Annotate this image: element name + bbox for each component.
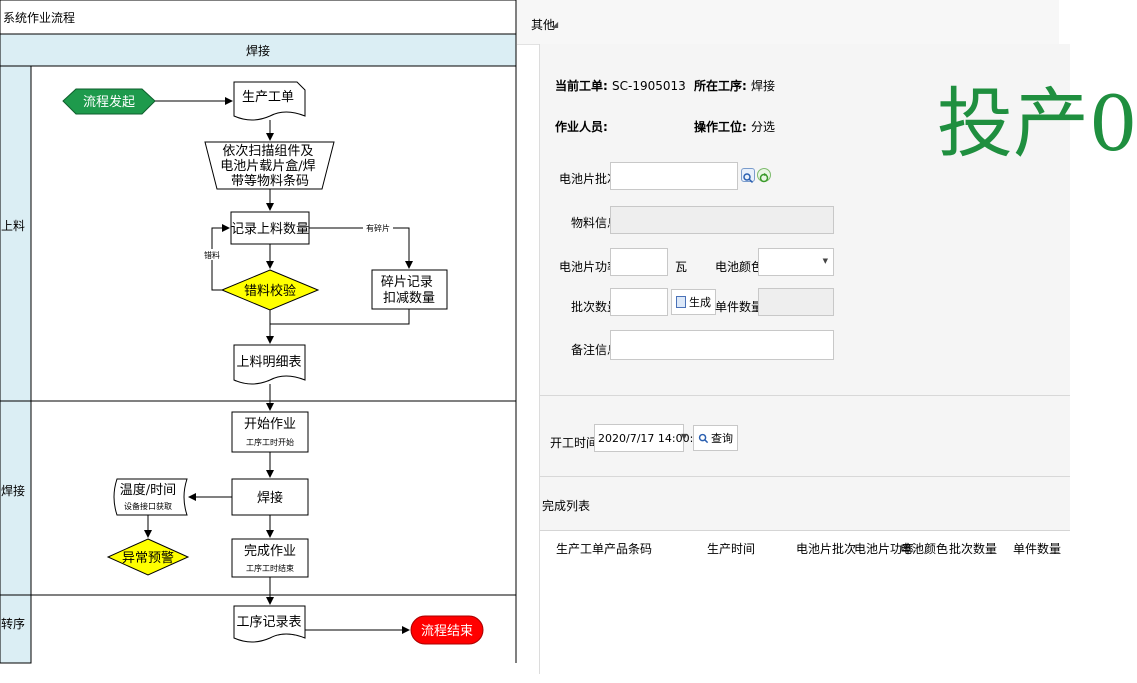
flowchart-title: 系统作业流程 <box>3 10 75 25</box>
current-order-info: 当前工单: SC-1905013 <box>555 77 686 94</box>
tab-other[interactable]: 其他 <box>531 18 556 32</box>
start-time-value: 2020/7/17 14:00:00 <box>598 432 708 445</box>
tab-dropdown-caret-icon[interactable]: ◢ <box>552 20 559 29</box>
production-order-doc <box>233 81 306 121</box>
production-form-panel: 其他 ◢ 当前工单: SC-1905013 所在工序: 焊接 作业人员: 操作工… <box>517 0 1137 683</box>
datetime-dropdown-icon[interactable]: ▼ <box>681 432 688 441</box>
cell-color-label: 电池颜色: <box>715 260 768 274</box>
power-unit-label: 瓦 <box>675 260 688 274</box>
start-node-label: 流程发起 <box>83 94 135 110</box>
operator-label: 作业人员: <box>555 120 608 134</box>
edge-label-bg <box>203 249 221 260</box>
process-record-label: 工序记录表 <box>236 615 301 630</box>
lane-label-transfer: 转序 <box>1 616 25 631</box>
generate-button[interactable]: 生成 <box>671 289 716 315</box>
fragment-record-label: 碎片记录 扣减数量 <box>381 275 437 306</box>
generate-button-label: 生成 <box>689 296 711 309</box>
finish-work-node <box>231 538 309 578</box>
query-button-label: 查询 <box>711 432 733 445</box>
station-value: 分选 <box>751 120 776 134</box>
fragment-record-node <box>371 269 448 310</box>
edge-label-has-fragment: 有碎片 <box>366 223 390 233</box>
weld-label: 焊接 <box>257 490 283 506</box>
form-body: 当前工单: SC-1905013 所在工序: 焊接 作业人员: 操作工位: 分选… <box>539 44 1137 683</box>
finish-work-label: 完成作业 <box>244 544 296 559</box>
cell-batch-input[interactable] <box>610 162 738 190</box>
column-header-barcode[interactable]: 产品条码 <box>604 542 653 556</box>
temperature-time-sub-label: 设备接口获取 <box>124 501 172 511</box>
lane-label-welding: 焊接 <box>1 483 25 498</box>
cell-batch-label: 电池片批次: <box>559 172 624 186</box>
production-order-label: 生产工单 <box>242 90 294 105</box>
material-info-field <box>610 206 834 234</box>
lane-label-loading: 上料 <box>1 219 25 233</box>
remark-input[interactable] <box>610 330 834 360</box>
start-time-input[interactable]: 2020/7/17 14:00:00 <box>594 424 707 452</box>
current-order-value: SC-1905013 <box>612 79 686 93</box>
document-icon <box>676 296 686 308</box>
flowchart: .t { font-family:"DejaVu Serif","Liberat… <box>0 0 517 664</box>
temperature-time-node <box>113 478 188 516</box>
current-order-label: 当前工单: <box>555 79 608 93</box>
lane-label-column <box>0 65 32 664</box>
end-node-label: 流程结束 <box>421 624 473 639</box>
edge-label-bg <box>363 223 393 233</box>
material-check-label: 错料校验 <box>244 283 296 299</box>
start-node <box>62 88 156 115</box>
station-label: 操作工位: <box>694 120 747 134</box>
cell-color-select[interactable]: ▼ <box>758 248 834 276</box>
completed-table-header: 生产工单 产品条码 生产时间 电池片批次 电池片功率 电池颜色 批次数量 单件数… <box>540 530 1070 564</box>
weld-node <box>231 478 309 516</box>
end-node <box>410 615 484 645</box>
tab-strip: 其他 ◢ <box>517 0 1059 45</box>
process-record-doc <box>233 605 306 643</box>
edge-label-wrong-material: 错料 <box>204 250 220 260</box>
scan-materials-label: 依次扫描组件及 电池片载片盒/焊 带等物料条码 <box>220 143 320 189</box>
edge-record-fragment <box>309 227 413 269</box>
column-header-cell-color[interactable]: 电池颜色 <box>900 542 949 556</box>
record-quantity-label: 记录上料数量 <box>231 222 309 237</box>
refresh-icon[interactable] <box>757 168 771 183</box>
column-header-cell-batch[interactable]: 电池片批次 <box>796 542 857 556</box>
batch-qty-input[interactable] <box>610 288 668 316</box>
column-header-order[interactable]: 生产工单 <box>556 542 605 556</box>
query-button[interactable]: 查询 <box>693 425 738 451</box>
finish-work-sub-label: 工序工时结束 <box>246 563 294 573</box>
unit-qty-field <box>758 288 834 316</box>
loading-detail-doc <box>233 344 306 385</box>
section-divider <box>540 476 1070 477</box>
production-count-display: 投产0 <box>937 79 1137 168</box>
alarm-node <box>106 538 190 576</box>
station-info: 操作工位: 分选 <box>694 118 775 135</box>
column-header-unit-qty[interactable]: 单件数量 <box>1013 542 1062 556</box>
completed-list-label: 完成列表 <box>542 499 591 513</box>
alarm-label: 异常预警 <box>122 550 174 566</box>
start-work-label: 开始作业 <box>244 417 296 432</box>
column-header-batch-qty[interactable]: 批次数量 <box>949 542 998 556</box>
operator-info: 作业人员: <box>555 118 608 135</box>
start-work-sub-label: 工序工时开始 <box>246 437 294 447</box>
column-header <box>0 33 517 67</box>
column-header-label: 焊接 <box>246 43 270 58</box>
scan-materials-node <box>204 141 335 190</box>
process-value: 焊接 <box>751 79 776 93</box>
flowchart-title-bar <box>0 0 517 35</box>
record-quantity-node <box>230 211 310 245</box>
process-label: 所在工序: <box>694 79 747 93</box>
temperature-time-label: 温度/时间 <box>120 482 176 498</box>
column-header-cell-power[interactable]: 电池片功率 <box>854 542 915 556</box>
cell-power-input[interactable] <box>610 248 668 276</box>
search-icon[interactable] <box>741 168 755 184</box>
process-info: 所在工序: 焊接 <box>694 77 775 94</box>
completed-table-body <box>540 563 1070 683</box>
chevron-down-icon[interactable]: ▼ <box>822 257 828 265</box>
cell-power-label: 电池片功率: <box>559 260 624 274</box>
search-icon <box>698 433 709 443</box>
loading-detail-label: 上料明细表 <box>236 355 301 370</box>
section-divider <box>540 395 1070 396</box>
edge-fragment-detail <box>270 309 410 325</box>
unit-qty-label: 单件数量: <box>715 300 768 314</box>
column-header-time[interactable]: 生产时间 <box>707 542 756 556</box>
